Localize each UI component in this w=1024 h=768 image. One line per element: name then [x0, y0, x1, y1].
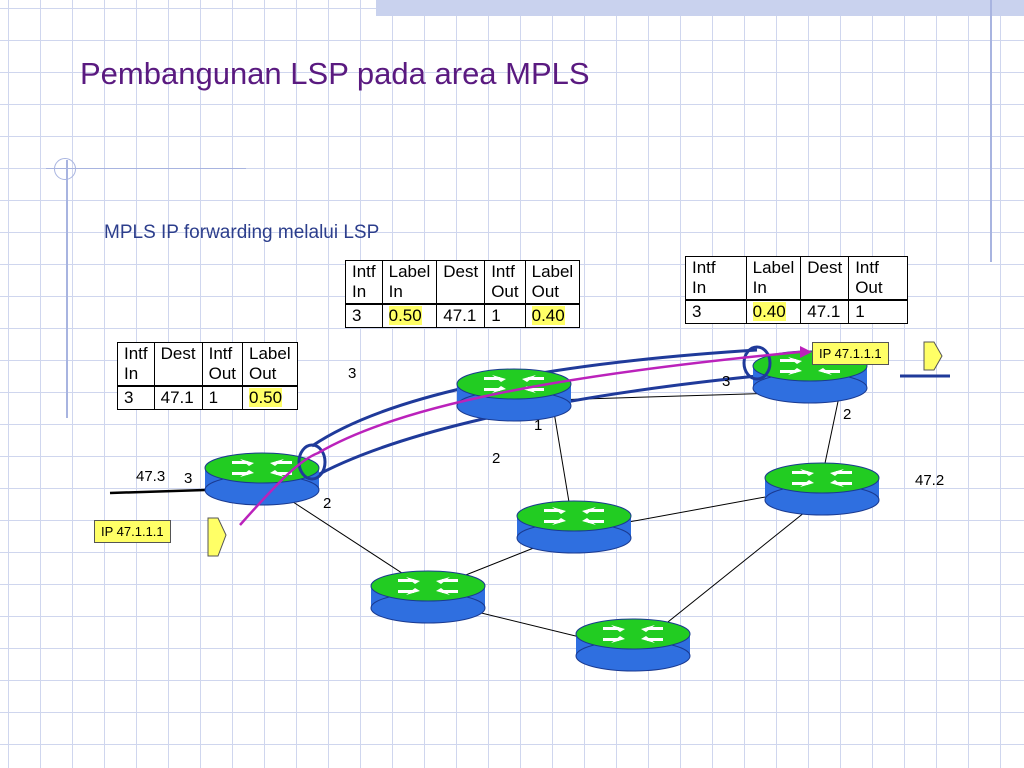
port-label: 2 [323, 495, 331, 512]
table-cell: 3 [345, 303, 383, 328]
arrow-path [239, 346, 812, 526]
ring-decor-icon [54, 158, 76, 180]
packet-icon [923, 341, 943, 371]
table-cell: 47.1 [436, 303, 486, 328]
ingress-packet-label: IP 47.1.1.1 [94, 520, 171, 543]
table-header: Intf Out [484, 260, 526, 305]
table-cell: 3 [685, 299, 747, 324]
middle-label-table: Intf In Label In Dest Intf Out Label Out… [345, 260, 581, 328]
port-label: 3 [184, 470, 192, 487]
title-divider [46, 168, 246, 169]
router-icon [204, 452, 320, 506]
router-icon [456, 368, 572, 422]
router-icon [370, 570, 486, 624]
table-cell: 47.1 [800, 299, 850, 324]
table-header: Label Out [242, 342, 298, 387]
network-left-label: 47.3 [136, 468, 165, 485]
port-label: 3 [348, 365, 356, 382]
egress-label-table: Intf In Label In Dest Intf Out 3 0.40 47… [685, 256, 908, 324]
table-cell: 47.1 [153, 385, 203, 410]
lsp-entry-mouth [297, 443, 327, 481]
table-cell: 1 [848, 299, 908, 324]
router-icon [575, 618, 691, 672]
egress-packet-label: IP 47.1.1.1 [812, 342, 889, 365]
table-header: Label Out [524, 260, 581, 305]
port-label: 2 [492, 450, 500, 467]
table-header: Dest [436, 260, 486, 305]
table-header: Label In [745, 256, 802, 301]
table-cell: 3 [117, 385, 155, 410]
port-label: 3 [722, 373, 730, 390]
left-decor-line [66, 160, 68, 418]
table-header: Intf Out [848, 256, 908, 301]
highlighted-label: 0.50 [249, 388, 283, 407]
table-header: Dest [800, 256, 850, 301]
table-header: Intf In [117, 342, 155, 387]
table-cell-label-out: 0.40 [524, 303, 581, 328]
table-cell-label-in: 0.50 [381, 303, 438, 328]
top-decor-band [376, 0, 1024, 16]
slide-subtitle: MPLS IP forwarding melalui LSP [104, 222, 380, 243]
highlighted-label: 0.40 [752, 302, 786, 321]
router-icon [516, 500, 632, 554]
table-cell-label-out: 0.50 [242, 385, 298, 410]
slide-title: Pembangunan LSP pada area MPLS [80, 56, 590, 91]
table-cell: 1 [484, 303, 526, 328]
lsp-exit-mouth [742, 345, 772, 381]
table-cell-label-in: 0.40 [745, 299, 802, 324]
table-cell: 1 [201, 385, 244, 410]
table-header: Intf Out [201, 342, 244, 387]
port-label: 2 [843, 406, 851, 423]
right-decor-line [990, 0, 992, 262]
table-header: Intf In [345, 260, 383, 305]
packet-icon [207, 517, 227, 557]
router-icon [764, 462, 880, 516]
highlighted-label: 0.50 [388, 306, 422, 325]
table-header: Dest [153, 342, 203, 387]
highlighted-label: 0.40 [531, 306, 565, 325]
network-right-label: 47.2 [915, 472, 944, 489]
ingress-label-table: Intf In Dest Intf Out Label Out 3 47.1 1… [117, 342, 298, 410]
table-header: Label In [381, 260, 438, 305]
port-label: 1 [534, 417, 542, 434]
table-header: Intf In [685, 256, 747, 301]
